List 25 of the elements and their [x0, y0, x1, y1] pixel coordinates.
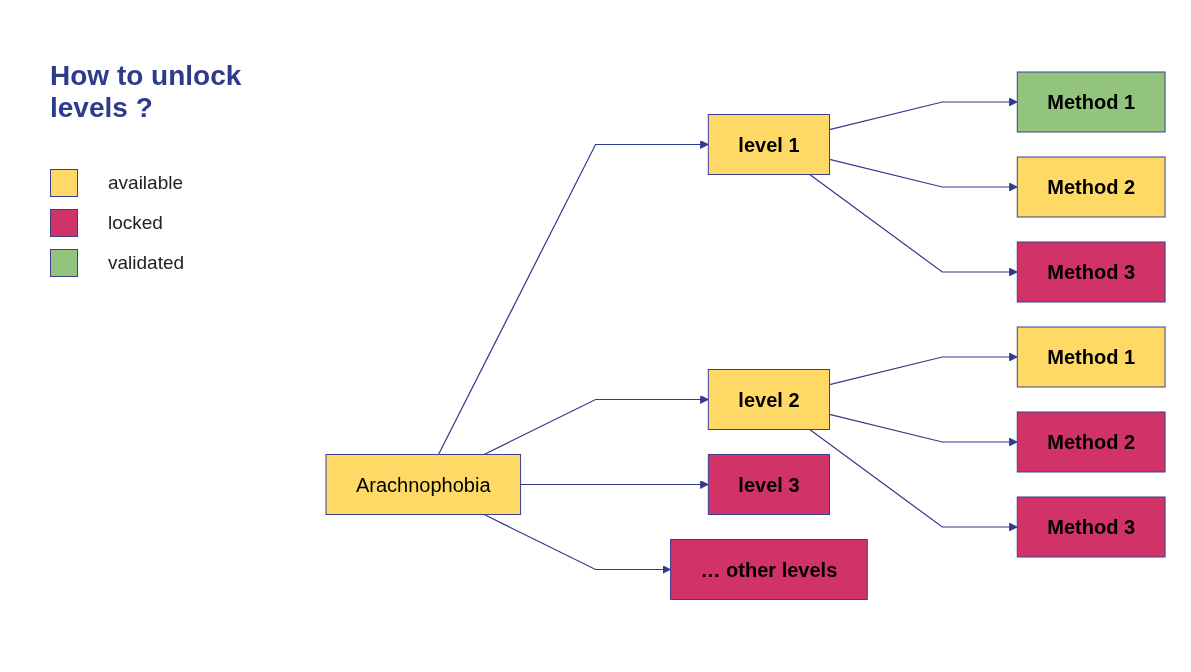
- arrow: [809, 429, 1018, 532]
- node-box: Method 2: [1016, 156, 1166, 218]
- legend-label: validated: [108, 252, 185, 274]
- legend-label: available: [108, 172, 183, 194]
- node-box: level 3: [707, 454, 830, 516]
- node-box: Method 3: [1016, 496, 1166, 558]
- arrow: [828, 159, 1018, 192]
- arrow: [828, 414, 1018, 447]
- node-box: … other levels: [670, 539, 868, 601]
- legend-label: locked: [108, 212, 163, 234]
- diagram-title: How to unlock levels ?: [50, 60, 243, 124]
- node-box: Method 3: [1016, 241, 1166, 303]
- node-box: Method 1: [1016, 71, 1166, 133]
- node-box: Method 2: [1016, 411, 1166, 473]
- node-box: Arachnophobia: [325, 454, 522, 516]
- arrow: [437, 140, 709, 456]
- arrow: [483, 514, 671, 575]
- node-box: level 1: [707, 114, 830, 176]
- arrow: [483, 395, 709, 456]
- node-box: level 2: [707, 369, 830, 431]
- arrow: [519, 480, 709, 490]
- arrow: [828, 352, 1018, 386]
- arrow: [828, 97, 1018, 131]
- node-box: Method 1: [1016, 326, 1166, 388]
- arrow: [809, 174, 1018, 277]
